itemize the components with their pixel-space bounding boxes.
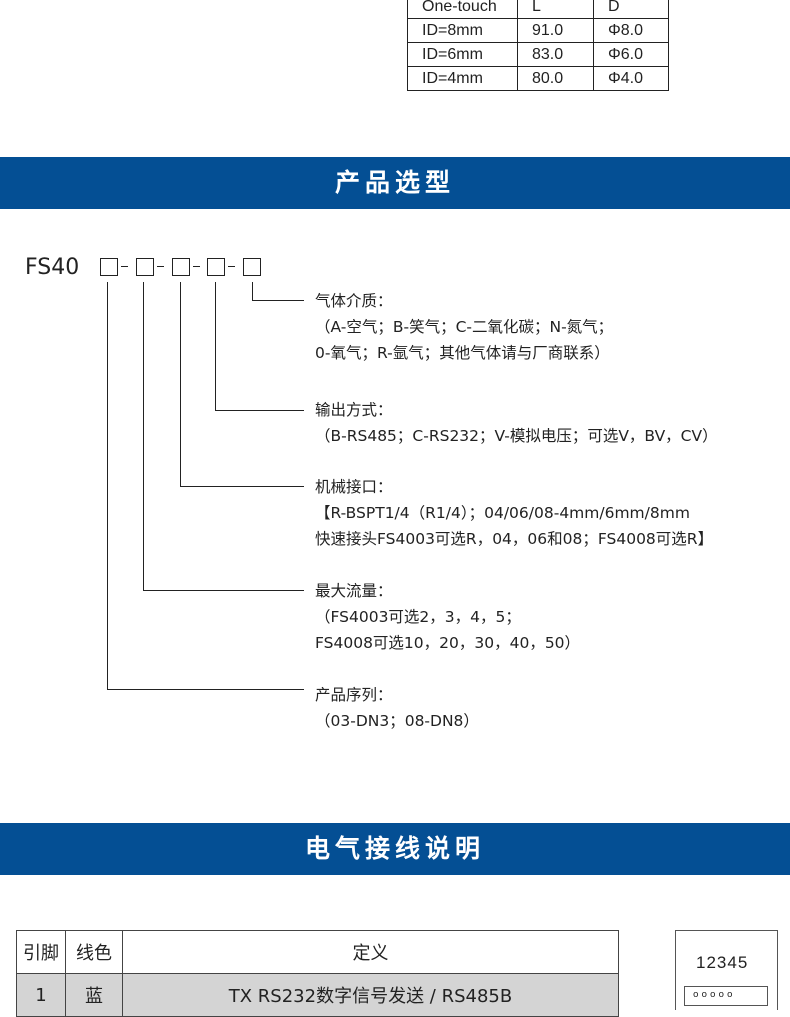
cell: 蓝 [65, 973, 123, 1017]
cell: 83.0 [517, 42, 594, 67]
cell: Φ6.0 [593, 42, 669, 67]
option-text: （A-空气；B-笑气；C-二氧化碳；N-氮气； [315, 318, 614, 336]
leader-line [252, 300, 304, 302]
cell: Φ4.0 [593, 66, 669, 91]
connector-diagram: 12345 ooooo [675, 930, 778, 1010]
option-title: 最大流量： [315, 582, 393, 600]
leader-line [215, 282, 217, 411]
option-text: （03-DN3；08-DN8） [315, 712, 479, 730]
cell: 91.0 [517, 18, 594, 43]
header-cell: 线色 [65, 930, 123, 974]
cell: ID=4mm [407, 66, 518, 91]
table-header-row: One-touch L D [407, 0, 669, 19]
option-title: 气体介质： [315, 292, 393, 310]
option-title: 输出方式： [315, 401, 393, 419]
connector-plug-icon: ooooo [684, 986, 768, 1006]
model-slot-series [100, 258, 118, 276]
leader-line [252, 282, 254, 301]
leader-line [215, 410, 304, 412]
leader-line [143, 282, 145, 591]
leader-line [180, 486, 304, 488]
option-text: （B-RS485；C-RS232；V-模拟电压；可选V，BV，CV） [315, 427, 718, 445]
model-slot-gas [243, 258, 261, 276]
model-slot-output [207, 258, 225, 276]
cell: TX RS232数字信号发送 / RS485B [122, 973, 619, 1017]
option-text: 0-氧气；R-氩气；其他气体请与厂商联系） [315, 344, 610, 362]
cell: ID=6mm [407, 42, 518, 67]
table-row: 1 蓝 TX RS232数字信号发送 / RS485B [16, 973, 619, 1017]
option-title: 产品序列： [315, 686, 393, 704]
table-header-row: 引脚 线色 定义 [16, 930, 619, 974]
option-text: FS4008可选10，20，30，40，50） [315, 634, 581, 652]
model-slot-interface [172, 258, 190, 276]
leader-line [107, 689, 304, 691]
pin-table: 引脚 线色 定义 1 蓝 TX RS232数字信号发送 / RS485B [16, 930, 619, 1017]
section-header-selection: 产品选型 [0, 157, 790, 209]
option-series: 产品序列： （03-DN3；08-DN8） [315, 682, 479, 734]
separator [121, 266, 128, 268]
model-prefix: FS40 [25, 255, 80, 280]
cell: ID=8mm [407, 18, 518, 43]
separator [228, 266, 235, 268]
model-slot-flow [136, 258, 154, 276]
option-output: 输出方式： （B-RS485；C-RS232；V-模拟电压；可选V，BV，CV） [315, 397, 718, 449]
separator [193, 266, 200, 268]
pin-numbers: 12345 [696, 953, 749, 972]
header-cell: L [517, 0, 594, 19]
separator [157, 266, 164, 268]
option-text: 【R-BSPT1/4（R1/4）；04/06/08-4mm/6mm/8mm [315, 504, 690, 522]
option-title: 机械接口： [315, 478, 393, 496]
leader-line [180, 282, 182, 487]
header-cell: One-touch [407, 0, 518, 19]
header-cell: D [593, 0, 669, 19]
cell: 80.0 [517, 66, 594, 91]
cell: 1 [16, 973, 66, 1017]
header-cell: 定义 [122, 930, 619, 974]
option-interface: 机械接口： 【R-BSPT1/4（R1/4）；04/06/08-4mm/6mm/… [315, 474, 713, 552]
cell: Φ8.0 [593, 18, 669, 43]
section-header-wiring: 电气接线说明 [0, 823, 790, 875]
option-text: 快速接头FS4003可选R，04，06和08；FS4008可选R】 [315, 530, 714, 548]
option-text: （FS4003可选2，3，4，5； [315, 608, 521, 626]
option-max-flow: 最大流量： （FS4003可选2，3，4，5； FS4008可选10，20，30… [315, 578, 580, 656]
header-cell: 引脚 [16, 930, 66, 974]
leader-line [143, 590, 304, 592]
leader-line [107, 282, 109, 690]
option-gas-medium: 气体介质： （A-空气；B-笑气；C-二氧化碳；N-氮气； 0-氧气；R-氩气；… [315, 288, 613, 366]
